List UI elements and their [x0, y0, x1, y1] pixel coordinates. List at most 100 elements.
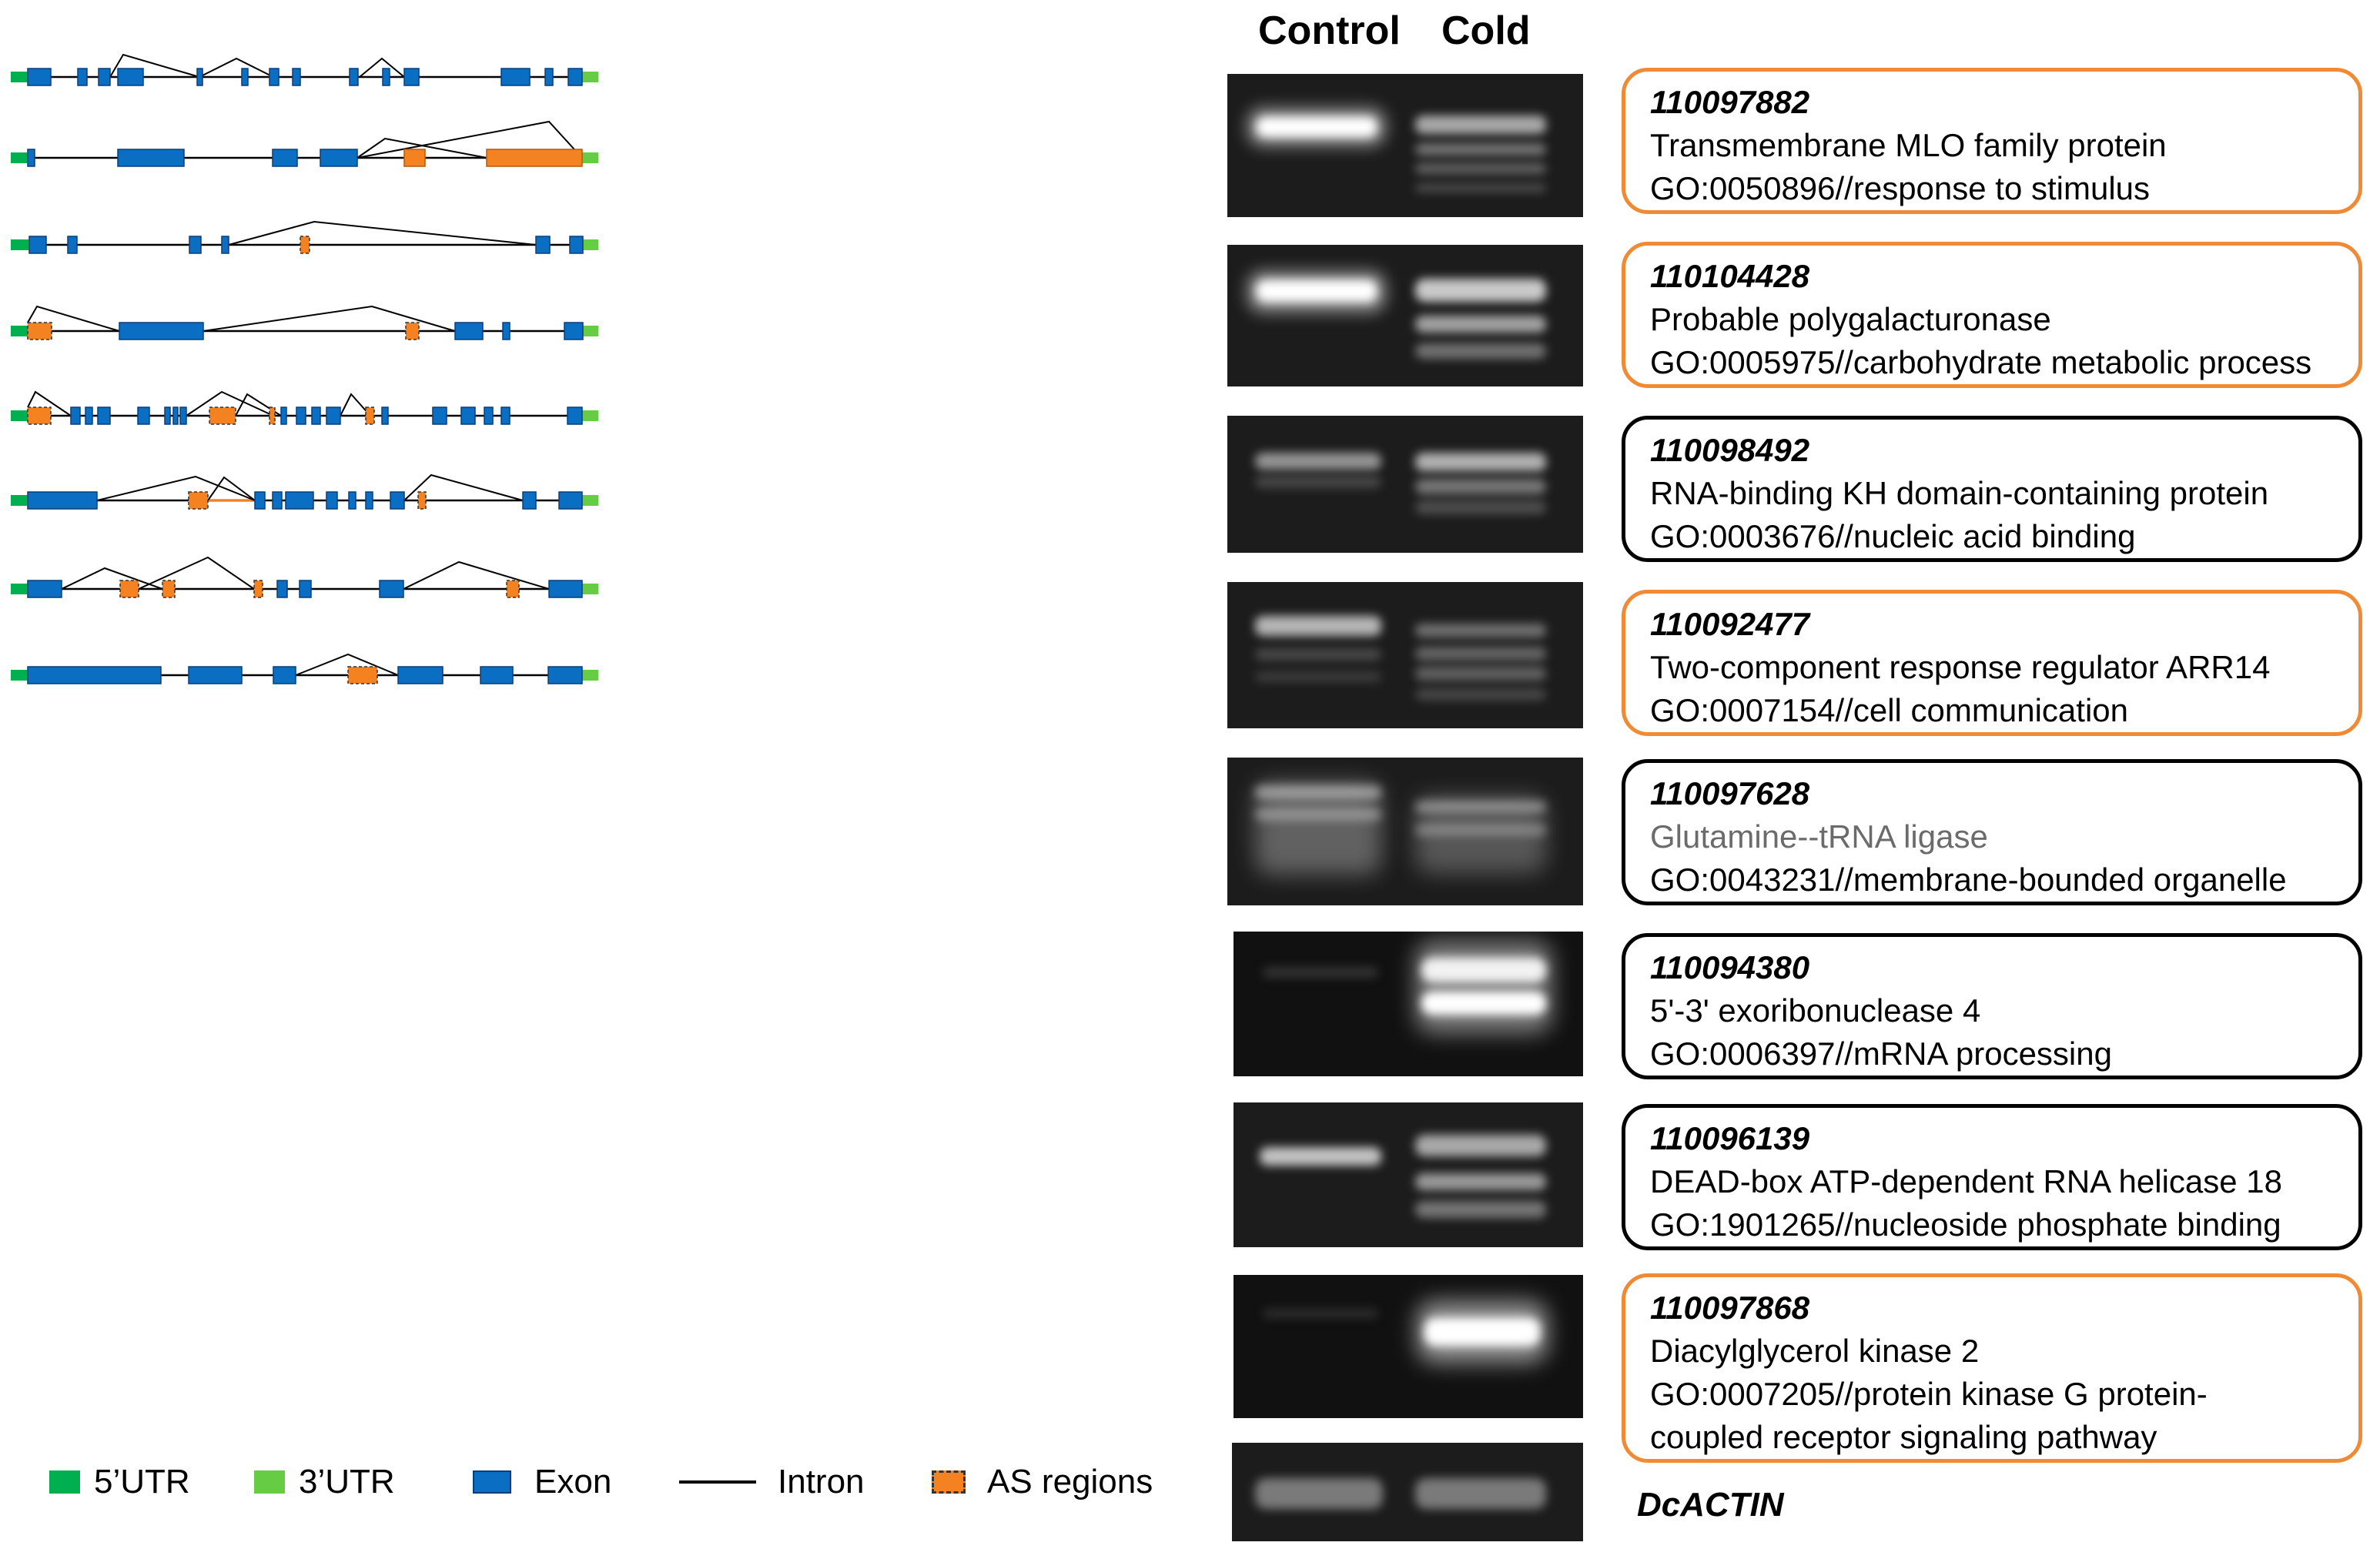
gel-panel-2 [1227, 245, 1583, 386]
gene-model-row-4 [11, 305, 598, 340]
exon [500, 68, 531, 86]
splice-arc [27, 390, 72, 417]
splice-arc [356, 137, 487, 159]
exon [502, 322, 510, 340]
splice-arc [109, 53, 200, 78]
gel-panel-6 [1234, 932, 1583, 1076]
as-region [253, 580, 263, 598]
go-term: GO:0050896//response to stimulus [1650, 170, 2151, 206]
splice-arc [359, 57, 405, 78]
legend-item-exon: Exon [473, 1451, 611, 1513]
gene-info-box-6: 110094380 5'-3' exoribonuclease 4 GO:000… [1622, 933, 2362, 1079]
exon [70, 406, 81, 425]
exon-swatch [473, 1470, 511, 1494]
exon [432, 406, 447, 425]
legend-label: Intron [778, 1463, 865, 1500]
exon [296, 406, 306, 425]
splice-arc [228, 220, 537, 246]
exon [97, 406, 111, 425]
gene-info-box-8: 110097868 Diacylglycerol kinase 2 GO:000… [1622, 1273, 2362, 1463]
exon [535, 236, 551, 254]
exon [548, 580, 583, 598]
exon [379, 580, 404, 598]
exon [365, 491, 373, 510]
exon [382, 68, 390, 86]
exon [77, 68, 88, 86]
gene-structure-models [11, 53, 598, 684]
as-region-swatch [932, 1470, 966, 1494]
splice-arc [138, 556, 255, 590]
gene-model-row-1 [11, 53, 598, 86]
exon [179, 406, 187, 425]
exon [454, 322, 484, 340]
splice-arc [403, 473, 524, 501]
utr3 [582, 410, 598, 421]
utr5 [11, 670, 28, 681]
exon [272, 491, 283, 510]
utr5 [11, 495, 28, 506]
utr5 [11, 239, 29, 250]
legend-item-as-regions: AS regions [932, 1451, 1153, 1513]
exon [27, 491, 98, 510]
gene-model-row-8 [11, 653, 598, 684]
gene-description: Probable polygalacturonase [1650, 301, 2051, 337]
exon [311, 406, 321, 425]
gene-info-box-2: 110104428 Probable polygalacturonase GO:… [1622, 242, 2362, 388]
utr3 [583, 239, 598, 250]
gene-description: Transmembrane MLO family protein [1650, 127, 2167, 163]
utr3 [582, 72, 598, 82]
exon [484, 406, 494, 425]
gel-panel-1 [1227, 74, 1583, 217]
exon [189, 236, 202, 254]
exon [390, 491, 405, 510]
exon [67, 236, 78, 254]
utr3-swatch [254, 1470, 285, 1494]
as-region [347, 666, 378, 684]
exon [241, 68, 249, 86]
exon [196, 68, 203, 86]
as-region [119, 580, 139, 598]
utr3 [582, 495, 598, 506]
legend-label: Exon [534, 1463, 612, 1500]
gel-header-cold: Cold [1441, 8, 1531, 53]
gene-description: Glutamine--tRNA ligase [1650, 818, 1988, 855]
exon [320, 149, 358, 167]
exon [326, 491, 338, 510]
exon [272, 149, 298, 167]
gene-id: 110092477 [1650, 606, 1810, 642]
gene-model-row-2 [11, 120, 598, 167]
exon [273, 666, 296, 684]
exon [85, 406, 93, 425]
exon [403, 68, 420, 86]
splice-arc [199, 57, 274, 78]
as-region [27, 406, 52, 425]
exon [567, 406, 583, 425]
exon [254, 491, 266, 510]
gene-info-box-5: 110097628 Glutamine--tRNA ligase GO:0043… [1622, 759, 2362, 905]
as-region [403, 149, 426, 167]
gene-description: DEAD-box ATP-dependent RNA helicase 18 [1650, 1163, 2283, 1199]
gene-model-row-6 [11, 473, 598, 510]
go-term: GO:0043231//membrane-bounded organelle [1650, 861, 2287, 898]
as-region [269, 406, 276, 425]
gene-id: 110104428 [1650, 258, 1810, 294]
splice-arc [207, 476, 256, 501]
gene-description: Diacylglycerol kinase 2 [1650, 1333, 1980, 1369]
exon [98, 68, 111, 86]
gel-header-control: Control [1258, 8, 1401, 53]
gene-description: RNA-binding KH domain-containing protein [1650, 475, 2269, 511]
gel-panel-8 [1234, 1275, 1583, 1418]
gene-id: 110098492 [1650, 432, 1810, 468]
exon [27, 68, 52, 86]
as-region [486, 149, 583, 167]
exon [500, 406, 510, 425]
go-term: GO:0007154//cell communication [1650, 692, 2128, 728]
as-region [417, 491, 427, 510]
exon [117, 149, 185, 167]
splice-arc [203, 305, 456, 332]
exon [348, 491, 356, 510]
gel-panel-3 [1227, 416, 1583, 553]
splice-arc [356, 120, 583, 159]
exon [349, 68, 359, 86]
